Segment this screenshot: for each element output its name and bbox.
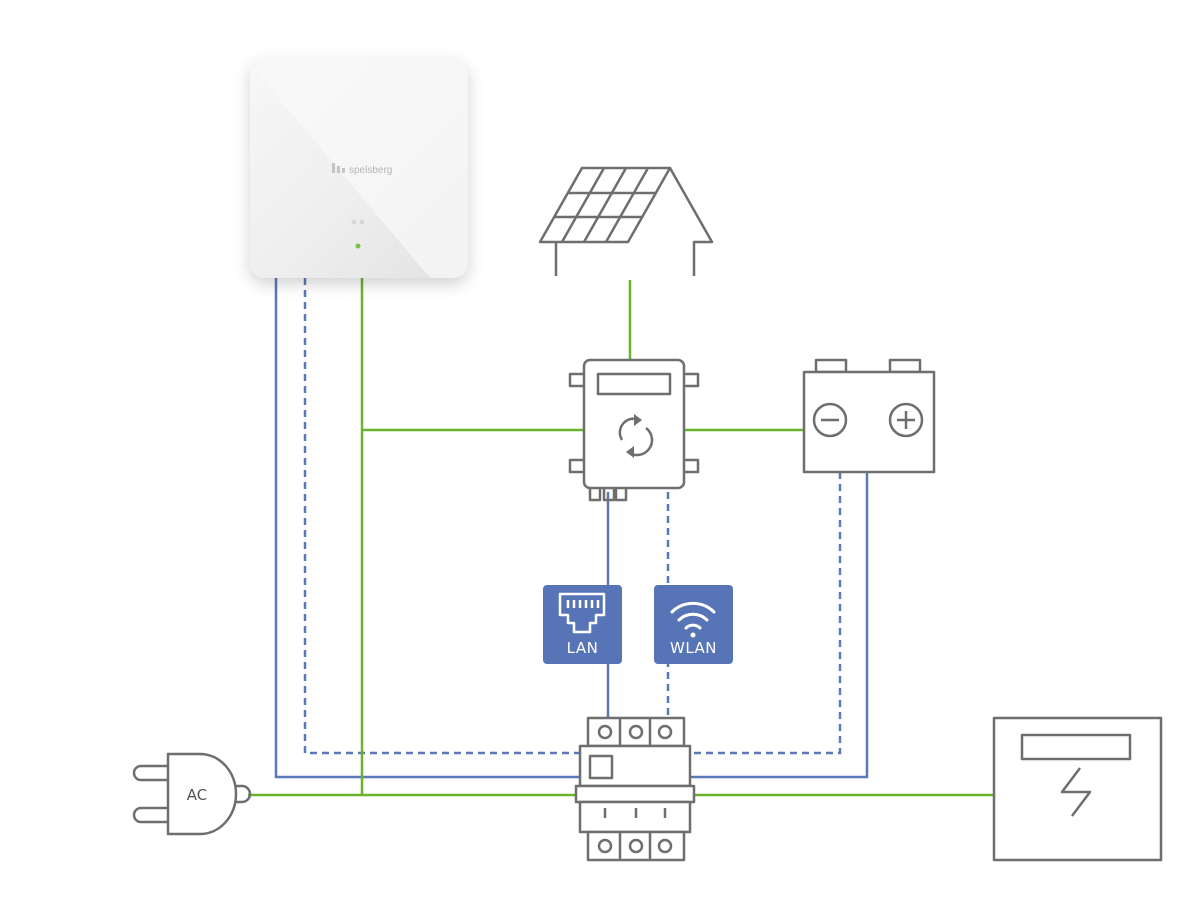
status-led: [355, 243, 361, 249]
ac-label: AC: [187, 786, 207, 804]
wallbox-dashed-line: [303, 278, 580, 755]
wallbox-blue-line: [274, 278, 580, 779]
ethernet-port-icon: [558, 592, 606, 634]
wifi-icon: [670, 601, 716, 638]
solar-house-icon: [538, 166, 714, 276]
wlan-label: WLAN: [670, 639, 717, 657]
battery-dashed-line: [690, 472, 842, 755]
status-dot-left: [351, 219, 357, 225]
wiring: [248, 278, 994, 797]
lan-label: LAN: [567, 639, 599, 657]
wallbox: spelsberg: [250, 58, 468, 278]
brand-logo: spelsberg: [332, 163, 392, 176]
ac-plug-icon: AC: [132, 752, 252, 836]
brand-name: spelsberg: [349, 165, 392, 176]
status-dot-right: [359, 219, 365, 225]
circuit-breaker-icon: [574, 716, 696, 862]
battery-blue-line: [690, 472, 869, 779]
lan-badge: LAN: [543, 585, 622, 664]
power-meter-icon: [992, 716, 1163, 862]
wlan-badge: WLAN: [654, 585, 733, 664]
inverter-icon: [568, 358, 700, 502]
battery-icon: [802, 358, 936, 474]
